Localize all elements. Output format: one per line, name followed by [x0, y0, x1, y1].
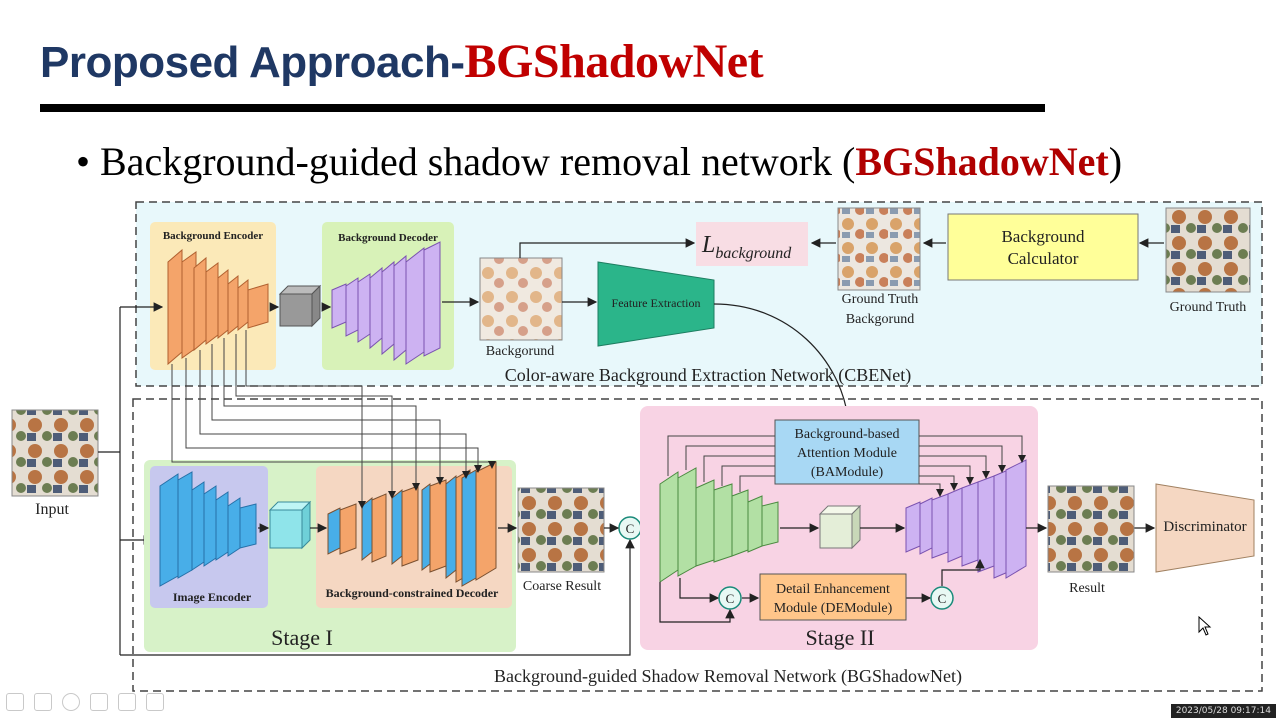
bullet-accent: BGShadowNet	[855, 139, 1109, 184]
title-underline	[40, 104, 1045, 112]
concat-node-de-input	[718, 586, 742, 610]
slide-title: Proposed Approach-BGShadowNet	[40, 34, 764, 89]
background-calculator-box	[947, 213, 1139, 281]
cbenet-arrows	[269, 238, 1164, 420]
bamodule-label-2: Attention Module	[797, 446, 897, 461]
background-loss-box	[696, 222, 808, 266]
result-label: Result	[1069, 581, 1105, 596]
bc-decoder-label: Background-constrained Decoder	[326, 586, 499, 600]
cbenet-bottleneck-cube	[278, 284, 322, 328]
stage2-arrows	[659, 523, 1156, 623]
discriminator-label: Discriminator	[1163, 519, 1246, 535]
loss-symbol: L	[701, 232, 715, 258]
bamodule-connections	[667, 435, 1026, 497]
highlighter-icon[interactable]	[90, 693, 108, 711]
presentation-toolbar	[6, 690, 164, 714]
input-image	[11, 409, 99, 497]
input-label: Input	[35, 501, 69, 518]
coarse-result-image	[517, 487, 605, 573]
bullet-prefix: • Background-guided shadow removal netwo…	[76, 139, 856, 184]
bamodule-label-1: Background-based	[795, 427, 900, 442]
background-loss-label: Lbackground	[701, 232, 792, 262]
background-image	[479, 257, 563, 341]
discriminator-block	[1155, 483, 1255, 573]
concat-node-de-output	[930, 586, 954, 610]
demodule-label-2: Module (DEModule)	[774, 601, 893, 616]
gt-background-label-1: Ground Truth	[842, 292, 919, 307]
stage2-bottleneck-cube	[818, 504, 862, 550]
title-accent: BGShadowNet	[464, 35, 764, 88]
feature-extraction-label: Feature Extraction	[612, 296, 701, 310]
stage2-encoder-layers	[659, 467, 779, 583]
input-routing-lines	[98, 302, 635, 656]
camera-icon[interactable]	[146, 693, 164, 711]
title-prefix: Proposed Approach-	[40, 38, 465, 87]
mouse-cursor-icon	[1198, 616, 1212, 636]
pen-icon[interactable]	[6, 693, 24, 711]
result-image	[1047, 485, 1135, 573]
cbenet-caption: Color-aware Background Extraction Networ…	[505, 365, 912, 386]
concat-node-main-label: C	[626, 521, 635, 536]
bullet-suffix: )	[1108, 139, 1123, 184]
bgshadownet-caption: Background-guided Shadow Removal Network…	[494, 666, 962, 687]
feature-extraction-block	[597, 261, 715, 347]
demodule-box	[759, 573, 907, 621]
background-encoder-label: Background Encoder	[163, 230, 263, 242]
skip-connections	[171, 330, 496, 509]
ground-truth-image	[1165, 207, 1251, 293]
bamodule-box	[774, 419, 920, 485]
background-decoder-layers	[331, 241, 441, 365]
demodule-label-1: Detail Enhancement	[776, 582, 890, 597]
image-encoder-layers	[159, 471, 257, 587]
image-encoder-label: Image Encoder	[173, 590, 252, 604]
background-decoder-label: Background Decoder	[338, 232, 438, 244]
eraser-icon[interactable]	[62, 693, 80, 711]
loss-subscript: background	[715, 245, 792, 262]
pointer-icon[interactable]	[118, 693, 136, 711]
stage1-bottleneck-cube	[268, 500, 312, 550]
gt-background-label-2: Backgorund	[846, 312, 914, 327]
background-calculator-label-1: Background	[1001, 227, 1085, 246]
background-image-label: Backgorund	[486, 344, 554, 359]
timestamp: 2023/05/28 09:17:14	[1170, 704, 1276, 718]
concat-node-de-output-label: C	[938, 591, 947, 606]
concat-node-de-input-label: C	[726, 591, 735, 606]
bamodule-label-3: (BAModule)	[811, 465, 884, 480]
bullet-point: • Background-guided shadow removal netwo…	[76, 138, 1122, 185]
stage2-label: Stage II	[805, 625, 874, 650]
grid-icon[interactable]	[34, 693, 52, 711]
background-encoder-layers	[167, 248, 269, 366]
ground-truth-label: Ground Truth	[1170, 300, 1247, 315]
ground-truth-background-image	[837, 207, 921, 291]
background-calculator-label-2: Calculator	[1008, 249, 1079, 268]
coarse-result-label: Coarse Result	[523, 579, 601, 594]
stage1-label: Stage I	[271, 625, 333, 650]
